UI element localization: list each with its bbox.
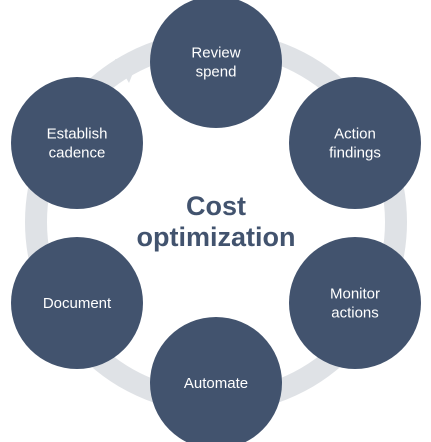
establish-cadence-label-line-2: cadence (49, 145, 106, 162)
step-review-spend: Review spend (150, 0, 282, 128)
step-document: Document (11, 237, 143, 369)
monitor-actions-label-line-1: Monitor (330, 286, 380, 303)
document-circle (11, 237, 143, 369)
step-establish-cadence: Establish cadence (11, 77, 143, 209)
review-spend-label-line-1: Review (191, 45, 240, 62)
center-subtitle: optimization (137, 222, 296, 252)
review-spend-label-line-2: spend (196, 64, 237, 81)
step-automate: Automate (150, 317, 282, 442)
document-label-line-1: Document (43, 295, 112, 312)
monitor-actions-label-line-2: actions (331, 305, 379, 322)
step-action-findings: Action findings (289, 77, 421, 209)
action-findings-label-line-2: findings (329, 145, 381, 162)
review-spend-circle (150, 0, 282, 128)
automate-label-line-1: Automate (184, 375, 248, 392)
step-monitor-actions: Monitor actions (289, 237, 421, 369)
establish-cadence-label-line-1: Establish (47, 126, 108, 143)
automate-circle (150, 317, 282, 442)
clockwise-arrow-icon (115, 58, 139, 83)
action-findings-label-line-1: Action (334, 126, 376, 143)
action-findings-circle (289, 77, 421, 209)
monitor-actions-circle (289, 237, 421, 369)
center-title: Cost (186, 191, 246, 221)
establish-cadence-circle (11, 77, 143, 209)
